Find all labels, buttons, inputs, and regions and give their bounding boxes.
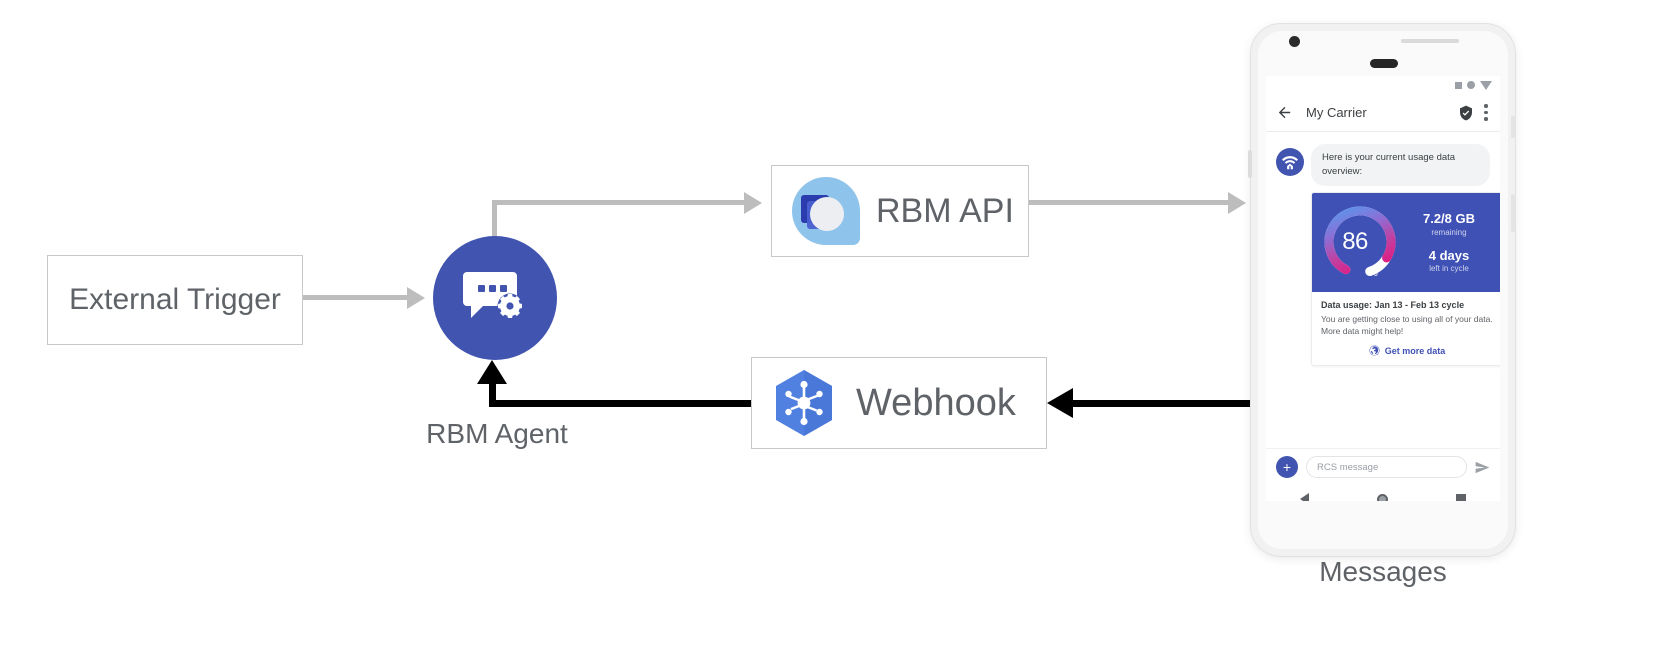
gauge-value: 86 %	[1318, 200, 1402, 284]
chat-gear-icon	[463, 272, 523, 319]
external-trigger-label: External Trigger	[69, 283, 281, 316]
rich-card[interactable]: 86 % 7.2/8 GB remaining 4 days lef	[1311, 191, 1500, 367]
phone-camera-icon	[1289, 36, 1300, 47]
card-body: Data usage: Jan 13 - Feb 13 cycle You ar…	[1312, 292, 1500, 366]
android-nav-bar	[1266, 485, 1500, 501]
phone-screen: My Carrier	[1266, 76, 1500, 501]
nav-home-icon[interactable]	[1377, 493, 1388, 501]
rbm-agent-label: RBM Agent	[426, 418, 568, 449]
stat-value: 4 days	[1428, 247, 1470, 263]
rbm-api-label: RBM API	[876, 191, 1014, 230]
card-hero: 86 % 7.2/8 GB remaining 4 days lef	[1312, 192, 1500, 292]
stat-caption: remaining	[1431, 227, 1467, 237]
gauge-arc-icon	[1324, 206, 1396, 278]
connector-messages-to-webhook	[1073, 400, 1258, 407]
conversation-area: Here is your current usage data overview…	[1266, 132, 1500, 448]
rbm-agent-node[interactable]	[433, 236, 557, 360]
connector-webhook-up	[489, 382, 496, 407]
gauge-percent-value: 86	[1342, 228, 1368, 256]
rcs-message-input[interactable]: RCS message	[1306, 456, 1467, 478]
back-arrow-icon[interactable]	[1276, 104, 1293, 121]
phone-earpiece-speaker	[1370, 59, 1398, 68]
agent-message-bubble: Here is your current usage data overview…	[1311, 144, 1490, 186]
gauge-percent-unit: %	[1368, 268, 1378, 280]
connector-trigger-to-agent	[303, 295, 407, 300]
dot-icon	[1467, 81, 1475, 89]
arrowhead-agent-to-api	[744, 192, 762, 214]
wifi-home-icon	[1282, 156, 1298, 170]
conversation-title: My Carrier	[1306, 105, 1367, 120]
get-more-data-label: Get more data	[1384, 345, 1446, 356]
phone-side-button-left	[1248, 150, 1252, 178]
webhook-hexagon-icon	[776, 370, 832, 436]
signal-square-icon	[1455, 81, 1462, 89]
stat-data-remaining: 7.2/8 GB remaining	[1402, 211, 1496, 237]
connector-webhook-to-agent	[489, 400, 751, 407]
stat-days-left: 4 days left in cycle	[1402, 248, 1496, 274]
webhook-label: Webhook	[856, 381, 1016, 424]
agent-message-row: Here is your current usage data overview…	[1276, 144, 1490, 186]
overflow-menu-icon[interactable]	[1484, 104, 1488, 121]
phone-mockup: My Carrier	[1248, 24, 1515, 556]
arrowhead-messages-to-webhook	[1047, 388, 1073, 418]
message-composer: + RCS message	[1266, 448, 1500, 485]
send-icon[interactable]	[1475, 461, 1490, 474]
usage-gauge: 86 %	[1318, 200, 1402, 284]
webhook-node[interactable]: Webhook	[751, 357, 1047, 449]
plus-icon[interactable]: +	[1276, 456, 1298, 478]
phone-sensor-bar	[1401, 39, 1459, 43]
app-bar: My Carrier	[1266, 94, 1500, 132]
status-bar	[1266, 76, 1500, 94]
stat-value: 7.2/8 GB	[1422, 210, 1476, 226]
connector-agent-up	[492, 200, 497, 248]
triangle-icon	[1480, 80, 1492, 90]
arrowhead-webhook-to-agent	[477, 360, 507, 384]
arrowhead-trigger-to-agent	[407, 287, 425, 309]
connector-agent-to-api	[492, 200, 744, 205]
nav-recents-icon[interactable]	[1456, 494, 1466, 501]
rbm-api-logo-icon	[792, 177, 860, 245]
stat-caption: left in cycle	[1429, 264, 1469, 274]
arrowhead-api-to-messages	[1228, 192, 1246, 214]
hero-stats: 7.2/8 GB remaining 4 days left in cycle	[1402, 211, 1500, 273]
connector-api-to-messages	[1029, 200, 1238, 205]
card-title: Data usage: Jan 13 - Feb 13 cycle	[1321, 299, 1465, 310]
phone-side-button-volume	[1511, 194, 1515, 232]
globe-icon	[1369, 345, 1380, 356]
nav-back-icon[interactable]	[1300, 493, 1309, 501]
verified-shield-icon	[1460, 105, 1472, 120]
card-description: You are getting close to using all of yo…	[1321, 313, 1493, 337]
messages-label: Messages	[1319, 556, 1447, 587]
rbm-api-node[interactable]: RBM API	[771, 165, 1029, 257]
phone-side-button-power	[1511, 116, 1515, 138]
agent-wifi-icon	[1276, 148, 1304, 176]
external-trigger-node[interactable]: External Trigger	[47, 255, 303, 345]
get-more-data-button[interactable]: Get more data	[1321, 345, 1493, 358]
